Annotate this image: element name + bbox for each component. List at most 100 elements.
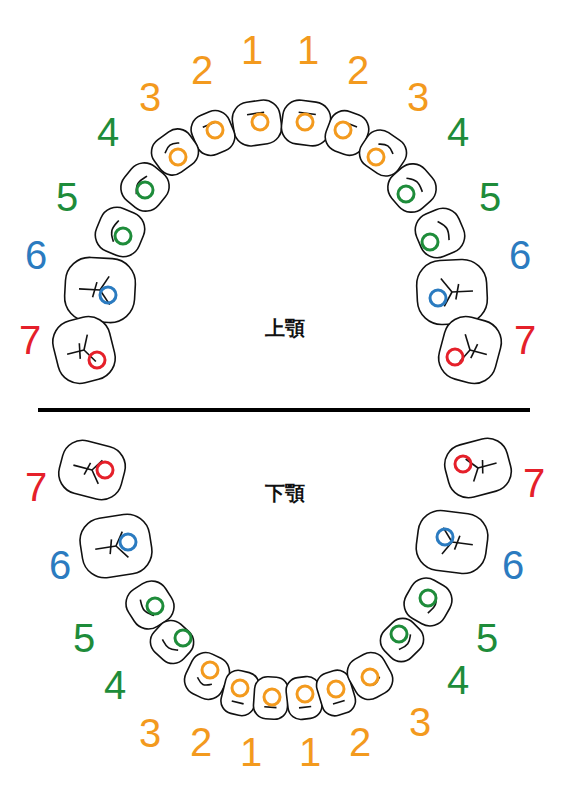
tooth-marker (207, 122, 223, 138)
tooth-number: 3 (139, 77, 161, 117)
fissure-mark (108, 539, 114, 554)
tooth-outline-group (63, 256, 136, 324)
fissure-mark (95, 546, 116, 549)
tooth-marker (252, 114, 268, 130)
tooth-number: 6 (509, 235, 531, 275)
tooth-marker (335, 122, 351, 138)
tooth-marker (420, 590, 436, 606)
tooth-marker (147, 598, 163, 614)
tooth-outline (410, 203, 470, 263)
tooth-number: 3 (407, 77, 429, 117)
tooth-outline (381, 157, 443, 219)
tooth (48, 312, 120, 388)
fissure-mark (299, 706, 311, 707)
tooth-marker (97, 462, 113, 478)
tooth-outline (398, 572, 458, 632)
tooth (253, 676, 290, 720)
tooth-number: 1 (297, 30, 319, 70)
tooth-outline-group (48, 312, 120, 388)
tooth-outline (230, 98, 284, 149)
tooth-marker (120, 534, 136, 550)
tooth-marker (328, 681, 344, 697)
fissure-mark (67, 350, 84, 354)
fissure-mark (333, 700, 345, 704)
tooth-outline (77, 511, 155, 581)
tooth-outline-group (381, 157, 443, 219)
tooth-marker (398, 186, 414, 202)
tooth-outline (54, 436, 130, 504)
tooth-outline-group (90, 202, 150, 262)
fissure-mark (77, 343, 84, 359)
tooth-marker (297, 686, 313, 702)
fissure-mark (93, 282, 97, 298)
jaw-divider (38, 408, 530, 412)
tooth-number: 6 (49, 545, 71, 585)
tooth-marker (264, 689, 280, 705)
tooth-number: 7 (514, 320, 536, 360)
fissure-mark (79, 289, 100, 290)
tooth-marker (175, 630, 191, 646)
tooth-marker (391, 626, 407, 642)
tooth (398, 572, 458, 632)
fissure-mark (471, 468, 481, 481)
tooth-number: 5 (73, 618, 95, 658)
tooth-marker (447, 349, 463, 365)
tooth-number: 2 (349, 722, 371, 762)
tooth-outline (434, 312, 507, 389)
tooth-marker (437, 529, 453, 545)
tooth-marker (232, 680, 248, 696)
tooth-outline-group (434, 312, 507, 389)
tooth-number: 4 (447, 660, 469, 700)
tooth-outline (413, 508, 490, 577)
tooth-marker (89, 352, 105, 368)
tooth (279, 98, 332, 148)
tooth (410, 203, 470, 263)
tooth-marker (422, 234, 438, 250)
tooth-marker (430, 290, 446, 306)
tooth-marker (170, 149, 186, 165)
tooth-outline-group (440, 434, 516, 503)
tooth-outline (48, 312, 120, 388)
tooth-outline-group (413, 508, 490, 577)
tooth-marker (297, 114, 313, 130)
fissure-mark (438, 219, 452, 241)
tooth (90, 202, 150, 262)
tooth-number: 2 (347, 50, 369, 90)
tooth-marker (115, 228, 131, 244)
fissure-mark (452, 290, 473, 293)
tooth-marker (100, 287, 116, 303)
tooth (54, 436, 130, 504)
tooth-marker (362, 669, 378, 685)
fissure-mark (264, 706, 276, 708)
tooth-marker (455, 456, 471, 472)
tooth-outline-group (398, 572, 458, 632)
fissure-mark (455, 284, 459, 300)
tooth-number: 6 (502, 545, 524, 585)
tooth-outline-group (77, 511, 155, 581)
tooth-number: 1 (299, 732, 321, 772)
jaw-label: 下顎 (265, 483, 305, 503)
fissure-mark (478, 463, 497, 468)
tooth-number: 2 (191, 50, 213, 90)
tooth-number: 4 (97, 112, 119, 152)
fissure-mark (479, 460, 485, 473)
tooth-outline (416, 258, 489, 325)
tooth-outline-group (279, 98, 332, 148)
tooth-marker (202, 662, 218, 678)
tooth-number: 2 (190, 722, 212, 762)
tooth-outline-group (416, 258, 489, 325)
fissure-mark (84, 462, 90, 475)
tooth (230, 98, 284, 149)
tooth-number: 5 (479, 177, 501, 217)
tooth-outline (90, 202, 150, 262)
tooth-outline (279, 98, 332, 148)
fissure-mark (232, 701, 244, 704)
tooth-outline (440, 434, 516, 503)
tooth-marker (137, 182, 153, 198)
tooth-outline (253, 676, 290, 720)
tooth-number: 4 (104, 665, 126, 705)
tooth-outline (63, 256, 136, 324)
tooth-number: 6 (25, 235, 47, 275)
fissure-mark (455, 535, 460, 550)
